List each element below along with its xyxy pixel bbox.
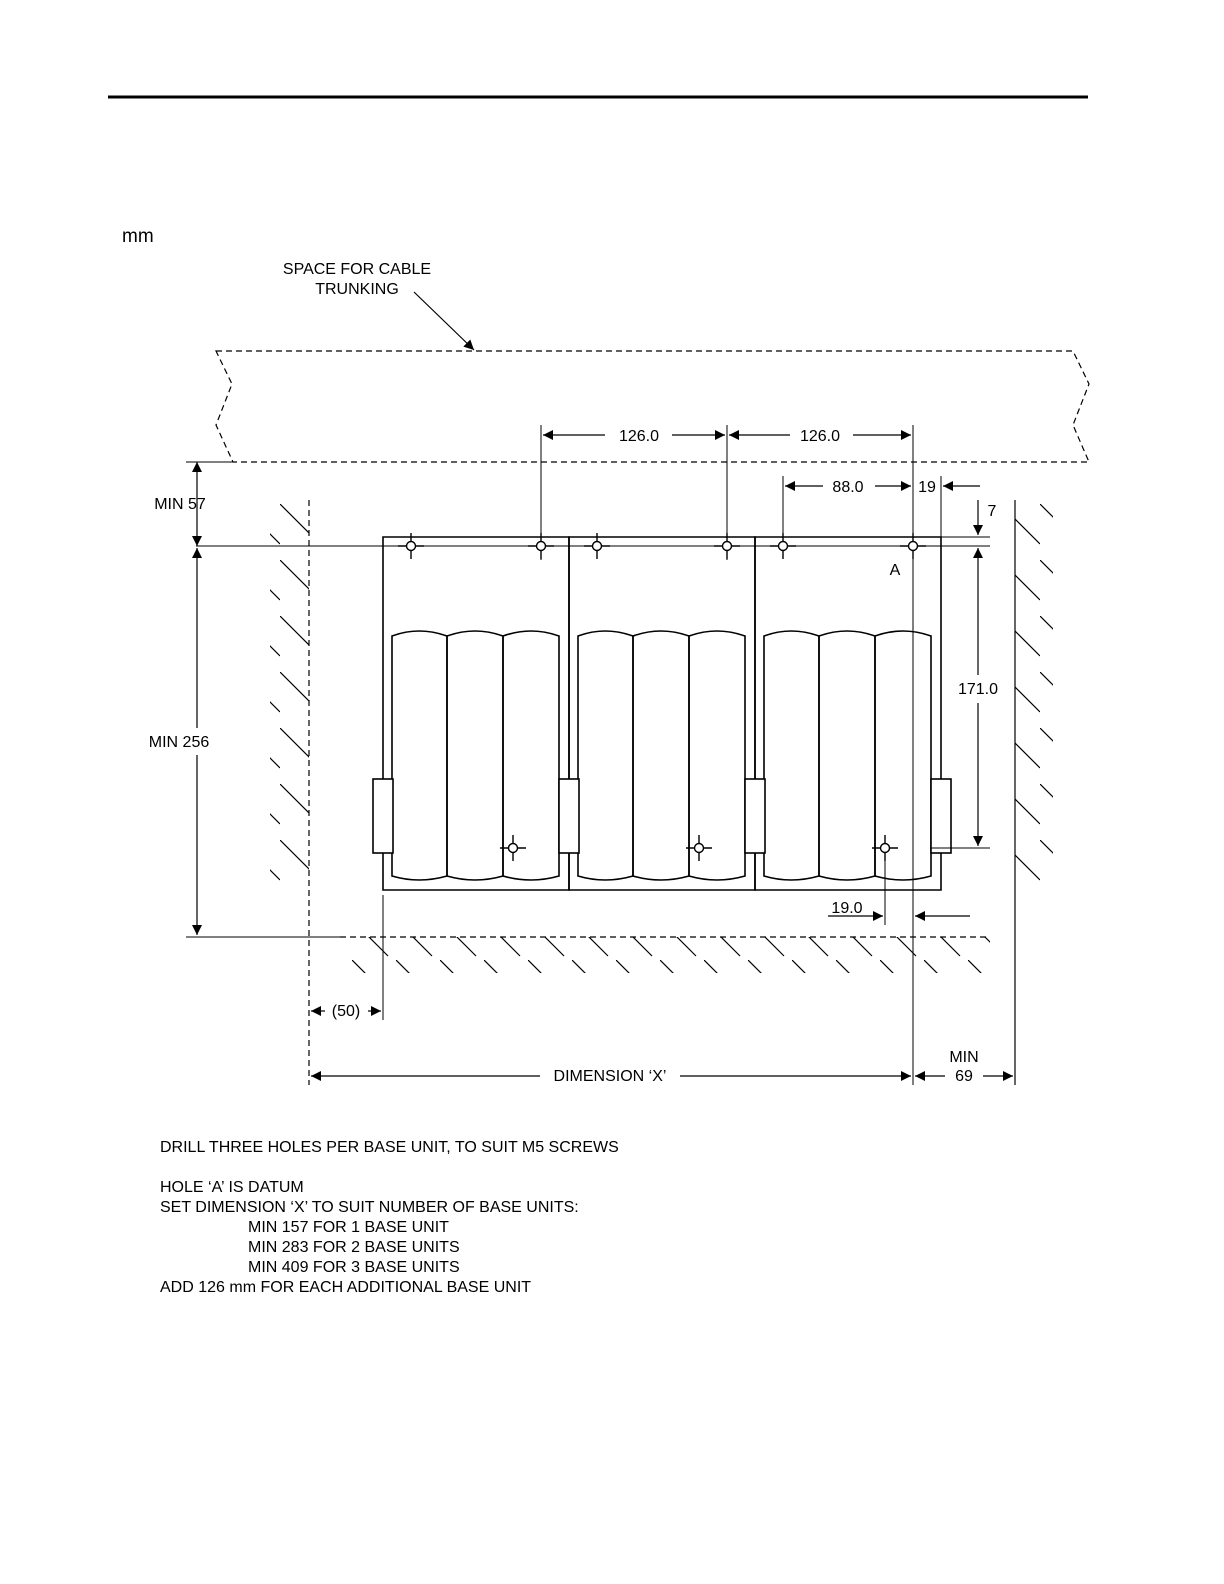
note-option-2: MIN 283 FOR 2 BASE UNITS: [248, 1239, 460, 1256]
cable-trunking-zone: [215, 350, 1090, 463]
note-set-x: SET DIMENSION ‘X’ TO SUIT NUMBER OF BASE…: [160, 1199, 579, 1216]
mounting-hole: [584, 533, 610, 559]
dim-min69-label-line2: 69: [955, 1068, 973, 1085]
dim-50-label: (50): [332, 1003, 360, 1020]
mounting-hole-a: [900, 533, 926, 559]
base-unit-3: [744, 536, 952, 891]
mounting-hole: [528, 533, 554, 559]
dim-126-2-label: 126.0: [800, 428, 840, 445]
note-drill: DRILL THREE HOLES PER BASE UNIT, TO SUIT…: [160, 1139, 619, 1156]
mounting-hole: [714, 533, 740, 559]
mounting-hole: [500, 835, 526, 861]
dim-7-label: 7: [988, 503, 997, 520]
dim-19-top-label: 19: [918, 479, 936, 496]
dim-min256-label: MIN 256: [149, 734, 210, 751]
bottom-floor-hatch: [350, 937, 990, 973]
mounting-hole: [770, 533, 796, 559]
dim-88-label: 88.0: [832, 479, 863, 496]
dim-171-label: 171.0: [958, 681, 998, 698]
note-option-3: MIN 409 FOR 3 BASE UNITS: [248, 1259, 460, 1276]
dim-x-label: DIMENSION ‘X’: [554, 1068, 667, 1085]
cable-space-leader: [413, 291, 475, 351]
mounting-hole: [872, 835, 898, 861]
dim-126-1-label: 126.0: [619, 428, 659, 445]
base-unit-1: [372, 536, 570, 891]
datum-hole-label: A: [890, 562, 901, 579]
note-datum: HOLE ‘A’ IS DATUM: [160, 1179, 304, 1196]
units-label: mm: [122, 226, 154, 247]
dim-min57-label: MIN 57: [154, 496, 206, 513]
base-unit-2: [558, 536, 756, 891]
mounting-holes: [398, 533, 926, 861]
installation-notes: DRILL THREE HOLES PER BASE UNIT, TO SUIT…: [160, 1138, 619, 1298]
mounting-hole: [398, 533, 424, 559]
mounting-hole: [686, 835, 712, 861]
left-wall-hatch: [270, 500, 309, 890]
note-additional: ADD 126 mm FOR EACH ADDITIONAL BASE UNIT: [160, 1279, 532, 1296]
dim-19-bottom-label: 19.0: [831, 900, 862, 917]
note-option-1: MIN 157 FOR 1 BASE UNIT: [248, 1219, 449, 1236]
cable-space-label-line2: TRUNKING: [315, 281, 399, 298]
dim-min69-label-line1: MIN: [949, 1049, 978, 1066]
cable-space-label-line1: SPACE FOR CABLE: [283, 261, 431, 278]
right-wall-hatch: [1015, 500, 1053, 890]
